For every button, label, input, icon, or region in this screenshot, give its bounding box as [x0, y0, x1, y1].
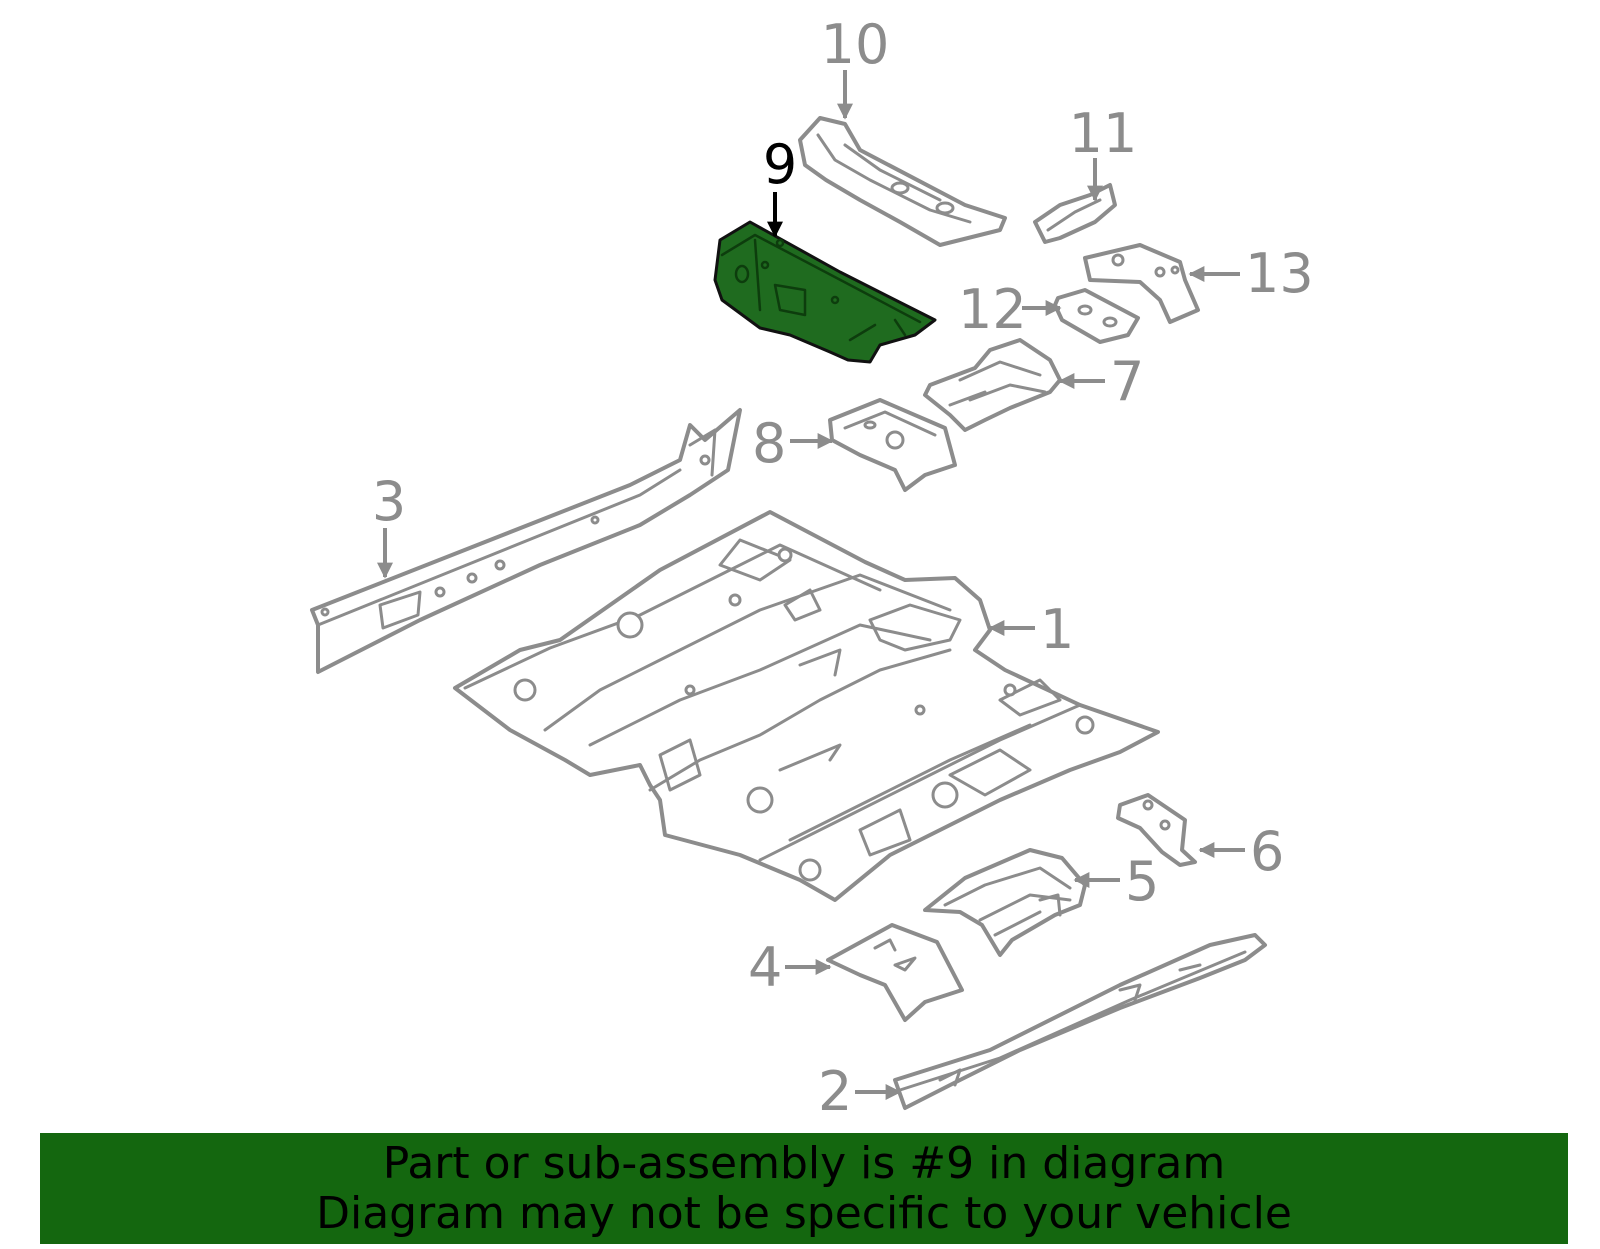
part-5-reinforcement[interactable]: [923, 848, 1087, 957]
callout-13: 13: [1245, 242, 1314, 305]
callout-5: 5: [1125, 850, 1159, 913]
banner-line-2: Diagram may not be specific to your vehi…: [316, 1188, 1292, 1239]
callout-3: 3: [372, 470, 406, 533]
info-banner: Part or sub-assembly is #9 in diagram Di…: [40, 1133, 1568, 1244]
part-1-floor-pan[interactable]: [453, 510, 1160, 902]
part-6-bracket[interactable]: [1116, 793, 1197, 867]
part-9-panel-highlighted[interactable]: [713, 220, 937, 364]
callout-8: 8: [752, 412, 786, 475]
part-13-bracket[interactable]: [1083, 243, 1200, 324]
part-7-reinforcement[interactable]: [923, 338, 1062, 432]
part-8-reinforcement[interactable]: [828, 398, 957, 492]
part-12-plate[interactable]: [1053, 288, 1140, 344]
part-11-bracket[interactable]: [1033, 183, 1117, 244]
part-4-reinforcement[interactable]: [826, 923, 964, 1022]
callout-10: 10: [821, 13, 890, 76]
part-2-side-rail[interactable]: [893, 933, 1267, 1110]
part-10-crossmember[interactable]: [798, 116, 1007, 247]
banner-line-1: Part or sub-assembly is #9 in diagram: [382, 1138, 1226, 1189]
part-3-side-rail[interactable]: [310, 408, 742, 674]
callout-2: 2: [818, 1060, 852, 1123]
callout-4: 4: [748, 936, 782, 999]
callout-11: 11: [1069, 102, 1138, 165]
callout-9: 9: [763, 133, 797, 196]
callout-1: 1: [1040, 598, 1074, 661]
callout-6: 6: [1250, 820, 1284, 883]
callout-7: 7: [1110, 350, 1144, 413]
callout-12: 12: [958, 278, 1027, 341]
